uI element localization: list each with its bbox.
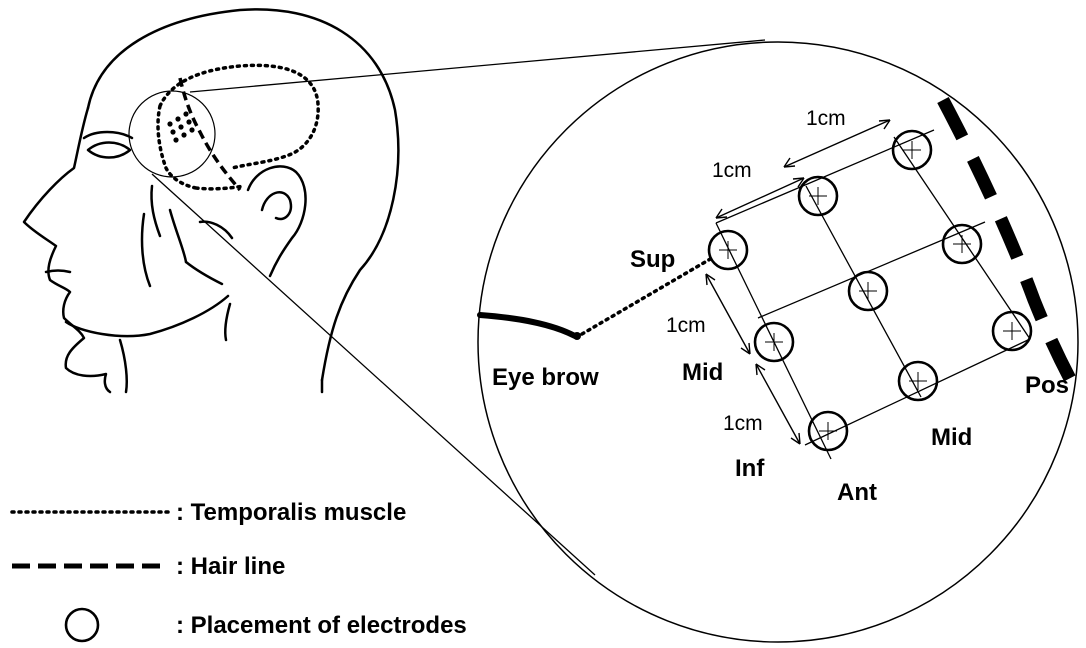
electrode-mid-pos [943, 225, 981, 263]
spacing-label-left-upper: 1cm [666, 314, 706, 337]
magnified-content: 1cm 1cm 1cm 1cm Sup Mid Inf Ant Mid Pos … [480, 100, 1076, 506]
legend-electrode-label: : Placement of electrodes [176, 612, 467, 639]
electrode-inf-mid [899, 362, 937, 400]
electrode-sup-ant [709, 231, 747, 269]
mouth-line [46, 271, 70, 273]
nasolabial-line [142, 214, 150, 286]
label-mid-horizontal: Mid [931, 424, 972, 451]
ear-outline [248, 166, 306, 276]
label-inf: Inf [735, 455, 765, 482]
electrode-inf-ant [809, 412, 847, 450]
eyebrow-line [480, 315, 575, 336]
small-electrode-dots [167, 111, 194, 142]
spacing-label-top: 1cm [806, 107, 846, 130]
jaw-ear-line [200, 222, 232, 238]
label-eyebrow: Eye brow [492, 364, 599, 391]
legend-temporalis-label: : Temporalis muscle [176, 499, 406, 526]
legend: : Temporalis muscle : Hair line : Placem… [12, 499, 467, 641]
collar-line [225, 304, 230, 340]
spacing-label-upper: 1cm [712, 159, 752, 182]
legend-hairline-label: : Hair line [176, 553, 285, 580]
electrode-mid-ant [755, 323, 793, 361]
jaw-line [66, 296, 228, 336]
eye-outline [88, 143, 130, 158]
mandible-line [186, 262, 222, 284]
ear-inner [262, 192, 291, 219]
cheekbone-line [151, 186, 160, 236]
hairline-magnified [943, 100, 1076, 390]
label-ant: Ant [837, 479, 877, 506]
label-sup: Sup [630, 246, 675, 273]
zoom-connector-top [190, 40, 765, 92]
label-mid-vertical: Mid [682, 359, 723, 386]
spacing-label-left-lower: 1cm [723, 412, 763, 435]
neck-front [120, 340, 127, 392]
label-pos: Pos [1025, 372, 1069, 399]
legend-electrode-swatch [66, 609, 98, 641]
electrode-mid-mid [849, 272, 887, 310]
eye-lid [84, 132, 132, 138]
eyebrow-endpoint [573, 332, 581, 340]
face-profile [24, 108, 110, 392]
head-sketch [24, 9, 398, 392]
cheek-line [170, 210, 186, 262]
